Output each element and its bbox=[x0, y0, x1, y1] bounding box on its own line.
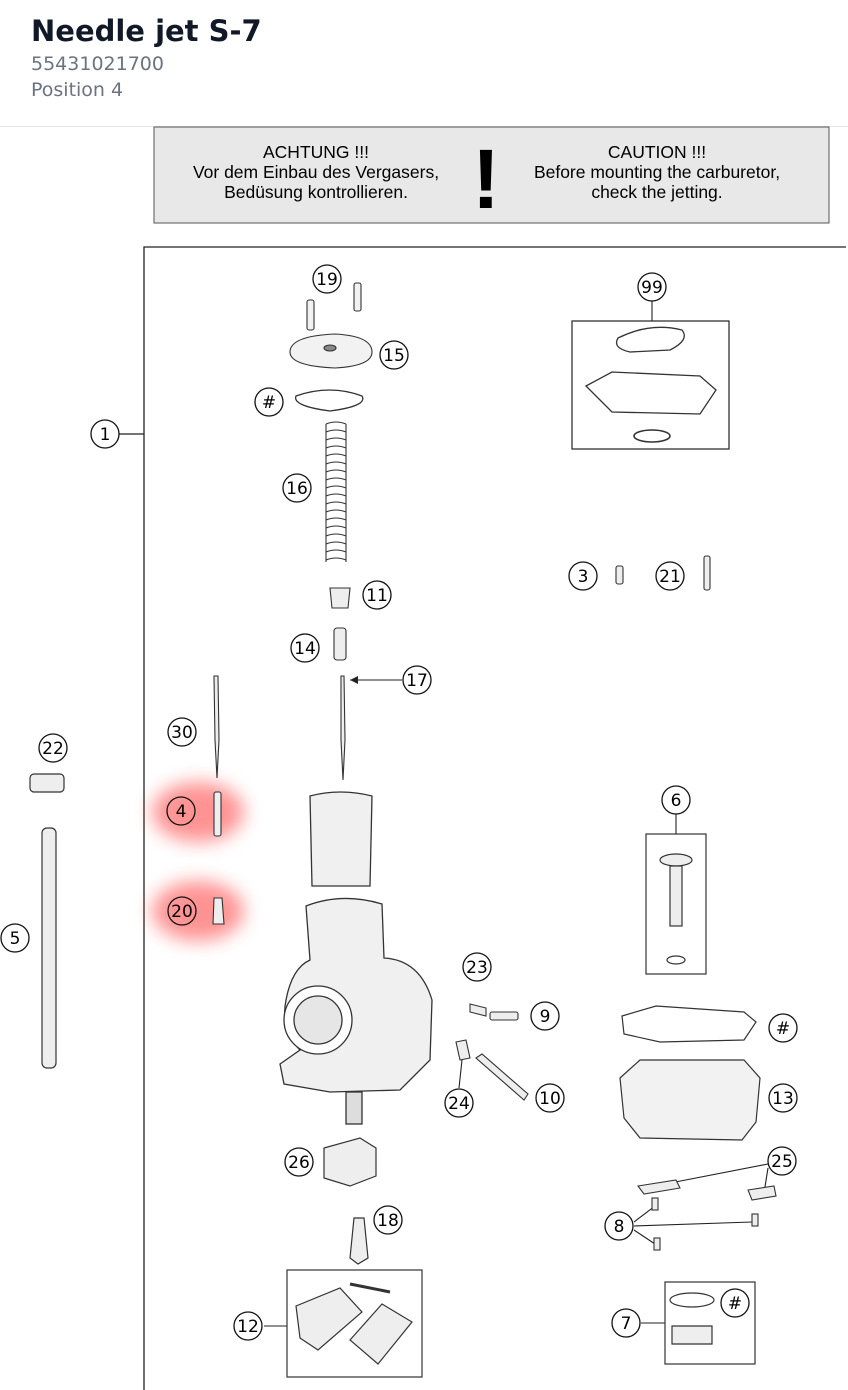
callout-10: 10 bbox=[539, 1089, 561, 1109]
page-header: Needle jet S-7 55431021700 Position 4 bbox=[0, 0, 848, 127]
callout-16: 16 bbox=[286, 479, 308, 499]
callout-26: 26 bbox=[288, 1153, 310, 1173]
position-label: Position 4 bbox=[31, 79, 124, 101]
callout-30: 30 bbox=[171, 723, 193, 743]
callout-11: 11 bbox=[366, 586, 388, 606]
warning-en-line2: Before mounting the carburetor, bbox=[534, 162, 780, 182]
small-right-parts bbox=[455, 555, 777, 1251]
highlight-glow-4 bbox=[152, 782, 244, 842]
callout-1: 1 bbox=[100, 425, 111, 445]
part-99-gasket-kit bbox=[571, 320, 730, 450]
highlight-glows bbox=[152, 782, 244, 941]
callout-14: 14 bbox=[294, 639, 316, 659]
leader-lines bbox=[264, 301, 769, 1327]
callout-circles bbox=[0, 264, 798, 1341]
callout-9: 9 bbox=[540, 1007, 551, 1027]
callout-12: 12 bbox=[237, 1317, 259, 1337]
callout-labels: 1 3 4 5 6 7 8 9 10 11 12 13 14 15 16 17 … bbox=[10, 270, 794, 1337]
page-title: Needle jet S-7 bbox=[31, 14, 262, 48]
warning-en-line1: CAUTION !!! bbox=[608, 142, 706, 162]
callout-4: 4 bbox=[176, 802, 187, 822]
highlight-glow-20 bbox=[152, 881, 244, 941]
part-16-spring bbox=[325, 421, 347, 562]
callout-18: 18 bbox=[377, 1211, 399, 1231]
callout-13: 13 bbox=[772, 1089, 794, 1109]
callout-7: 7 bbox=[621, 1314, 632, 1334]
callout-19: 19 bbox=[316, 270, 338, 290]
callout-hash-gasket: # bbox=[776, 1019, 790, 1039]
part-13-float-bowl bbox=[619, 1005, 761, 1141]
callout-17: 17 bbox=[406, 671, 428, 691]
warning-en-line3: check the jetting. bbox=[591, 182, 722, 202]
warning-exclamation-icon: ! bbox=[472, 132, 500, 226]
callout-25: 25 bbox=[771, 1152, 793, 1172]
callout-3: 3 bbox=[578, 567, 589, 587]
warning-banner: ACHTUNG !!! Vor dem Einbau des Vergasers… bbox=[153, 126, 830, 226]
callout-6: 6 bbox=[671, 791, 682, 811]
callout-23: 23 bbox=[466, 958, 488, 978]
callout-99: 99 bbox=[641, 278, 663, 298]
assembly-frame bbox=[143, 246, 846, 1390]
callout-15: 15 bbox=[383, 346, 405, 366]
part-7-drain-plug bbox=[664, 1281, 756, 1365]
callout-22: 22 bbox=[42, 739, 64, 759]
part-6-choke-plunger bbox=[645, 833, 707, 975]
callout-24: 24 bbox=[448, 1094, 470, 1114]
callout-5: 5 bbox=[10, 929, 21, 949]
carburetor-body bbox=[279, 791, 433, 1125]
callout-20: 20 bbox=[171, 902, 193, 922]
warning-de-line1: ACHTUNG !!! bbox=[263, 142, 369, 162]
needle-clip-parts bbox=[212, 587, 351, 925]
left-parts bbox=[29, 773, 65, 1069]
callout-8: 8 bbox=[614, 1217, 625, 1237]
part-number: 55431021700 bbox=[31, 53, 164, 75]
callout-hash-drain: # bbox=[728, 1294, 742, 1314]
lower-parts bbox=[286, 1137, 423, 1378]
warning-de-line2: Vor dem Einbau des Vergasers, bbox=[193, 162, 439, 182]
callout-hash-o-ring: # bbox=[262, 393, 276, 413]
callout-21: 21 bbox=[659, 567, 681, 587]
top-cap-assembly bbox=[289, 282, 373, 412]
warning-de-line3: Bedüsung kontrollieren. bbox=[224, 182, 408, 202]
